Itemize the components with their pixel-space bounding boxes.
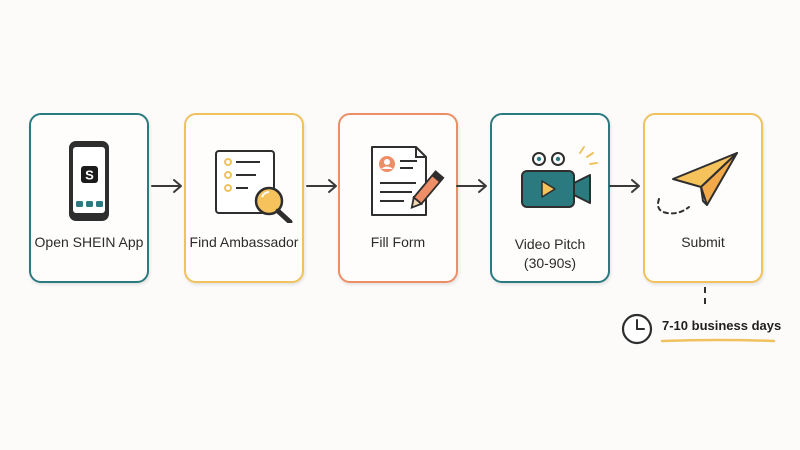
magnifier-checklist-icon	[215, 150, 293, 223]
arrow-right-icon	[456, 179, 487, 193]
step-card-open-app: S Open SHEIN App	[29, 113, 149, 283]
step-label: Open SHEIN App	[34, 234, 144, 250]
step-card-video-pitch: Video Pitch (30-90s)	[490, 113, 610, 283]
step-label: Fill Form	[370, 234, 426, 250]
smartphone-icon: S	[69, 141, 109, 221]
step-card-find-ambassador: Find Ambassador	[184, 113, 304, 283]
step-card-submit: Submit	[643, 113, 763, 283]
step-label: Submit	[681, 234, 725, 250]
paper-plane-icon	[657, 152, 738, 215]
arrow-right-icon	[151, 179, 182, 193]
timeline-note	[621, 287, 776, 345]
form-pencil-icon	[371, 146, 445, 216]
step-label: Find Ambassador	[189, 234, 299, 250]
clock-icon	[621, 313, 653, 345]
arrow-right-icon	[306, 179, 337, 193]
arrow-right-icon	[609, 179, 640, 193]
app-letter: S	[85, 168, 94, 183]
step-card-fill-form: Fill Form	[338, 113, 458, 283]
step-label: Video Pitch (30-90s)	[514, 236, 586, 271]
timeline-text: 7-10 business days	[662, 318, 782, 333]
video-camera-icon	[521, 146, 598, 208]
